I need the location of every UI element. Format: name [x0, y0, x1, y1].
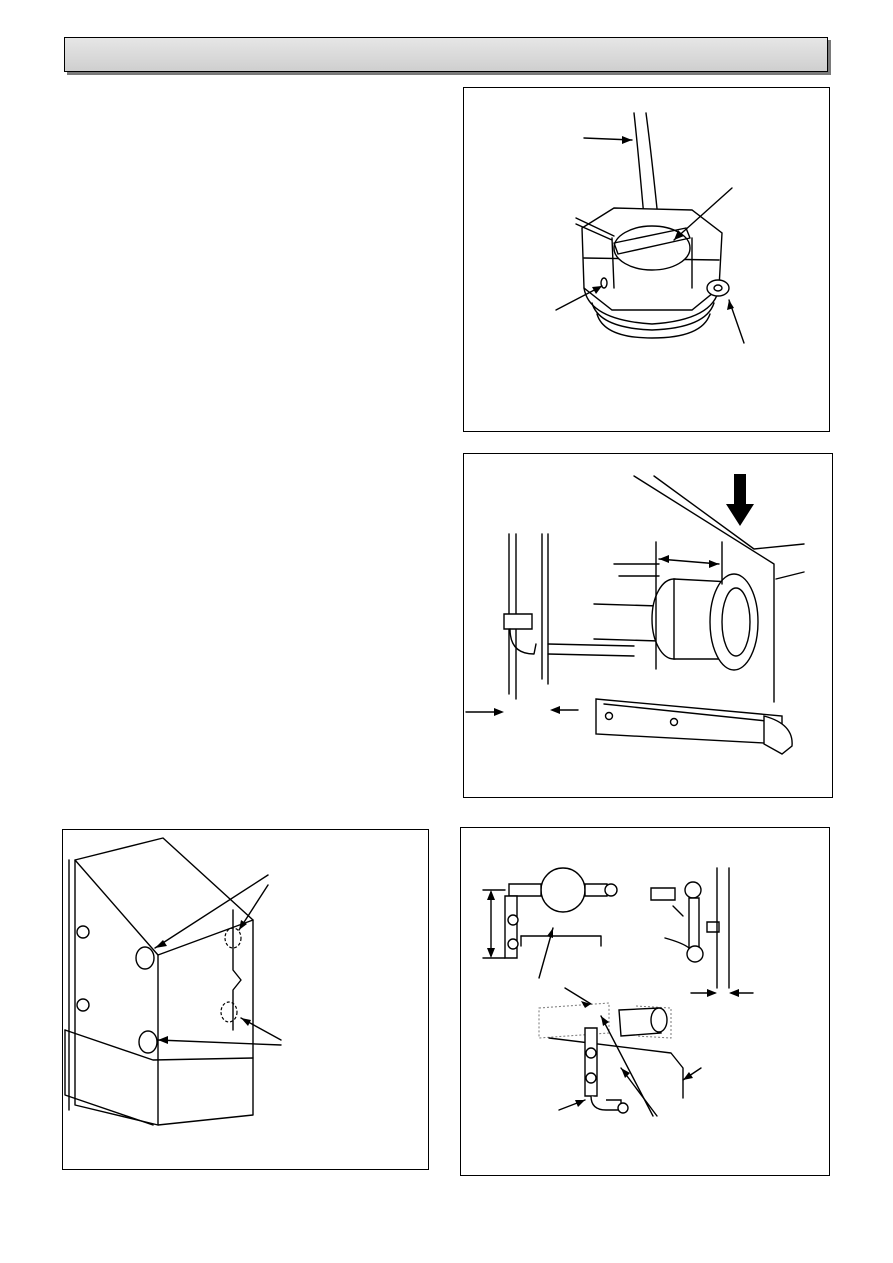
leader-lower-b — [157, 1039, 282, 1046]
tee-fitting — [684, 881, 702, 899]
valve-upper — [507, 914, 519, 926]
side-valve — [706, 921, 720, 933]
dimension-arrow-icon — [550, 706, 560, 714]
drop-pipe — [688, 897, 700, 949]
arrow-icon — [592, 286, 602, 294]
arrow-icon — [158, 1036, 168, 1044]
support-bracket — [520, 935, 602, 947]
angle-dimension — [672, 905, 684, 917]
side-hole — [600, 277, 608, 289]
bracket-edge — [603, 703, 777, 723]
slot-bar — [613, 227, 691, 255]
union-upper-right — [650, 887, 676, 901]
eyelet-hole — [713, 284, 723, 292]
section-header-bar — [64, 37, 828, 72]
lower-vertical-pipe — [584, 1027, 598, 1097]
arrow-icon — [727, 300, 734, 310]
valve-lower — [507, 938, 519, 950]
casing-edge — [633, 475, 775, 703]
pipe-connections-drawing — [482, 867, 754, 1117]
arrow-icon — [241, 1018, 251, 1026]
thread-bottom — [596, 313, 711, 339]
knockout-solid-lower — [138, 1030, 158, 1054]
stud-upper — [76, 925, 90, 939]
casing-side — [775, 571, 805, 580]
pump-housing — [540, 867, 586, 913]
arrow-icon — [622, 136, 632, 144]
pump-end — [650, 1007, 668, 1033]
arrow-icon — [726, 474, 754, 526]
hex-facets — [611, 237, 693, 289]
leader-slot — [673, 187, 733, 241]
lower-valve-lower — [585, 1072, 597, 1084]
leader-upper-a — [154, 874, 269, 949]
casing-top — [653, 475, 805, 550]
casing-outline — [74, 837, 254, 1126]
knockout-solid-upper — [135, 946, 155, 970]
arrow-icon — [683, 1072, 693, 1080]
plinth-front — [64, 1029, 154, 1126]
dimension-arrow-icon — [487, 890, 495, 900]
drain-eyelet — [686, 945, 704, 963]
flexible-duct-left — [538, 1002, 610, 1039]
pin-left — [575, 217, 615, 241]
dimension-arrow-icon — [709, 560, 719, 568]
knockout-dashed-lower — [220, 1001, 238, 1023]
union-left — [508, 883, 542, 897]
arrow-icon — [155, 940, 167, 948]
drain-fitting-drawing — [555, 112, 745, 344]
flue-lines — [593, 603, 660, 642]
lower-elbow — [590, 1095, 622, 1111]
bracket-hole-b — [669, 717, 679, 727]
figure-casing-knockouts — [62, 829, 429, 1170]
knockout-dashed-upper — [224, 927, 242, 949]
flexible-duct-right — [635, 1005, 672, 1039]
leader-duct — [564, 987, 592, 1005]
arrow-icon — [575, 1100, 585, 1107]
bracket-hole-a — [604, 711, 614, 721]
bracket-clip — [763, 715, 793, 755]
arrow-icon — [621, 1068, 630, 1078]
union-right — [584, 883, 608, 897]
casing-top-edge — [74, 859, 254, 956]
thread-mid — [591, 302, 715, 331]
dimension-arrow-icon — [729, 989, 739, 997]
lower-valve-upper — [585, 1047, 597, 1059]
guide-lines — [613, 563, 660, 577]
figure-pipe-connections — [460, 827, 830, 1176]
flue-collar-inner — [721, 587, 751, 657]
dimension-arrow-icon — [659, 555, 669, 563]
arrow-icon — [601, 1016, 609, 1026]
nut-bore — [613, 225, 691, 271]
stud-lower — [76, 998, 90, 1012]
plinth-top — [64, 1029, 254, 1061]
figure-drain-fitting — [463, 87, 830, 432]
arrow-icon — [547, 928, 553, 938]
arrow-icon — [674, 230, 684, 240]
figure-flue-clearance — [463, 453, 833, 798]
elbow-pipe — [509, 628, 537, 655]
valve-cap — [604, 883, 618, 897]
flue-clearance-drawing — [465, 474, 805, 755]
dimension-arrow-icon — [487, 948, 495, 958]
wall-lines — [716, 867, 730, 989]
horizontal-pipe — [547, 643, 635, 657]
dimension-ticks — [482, 889, 506, 959]
lower-valve-side — [617, 1102, 629, 1114]
elbow-nut — [503, 613, 533, 630]
dimension-arrow-icon — [707, 989, 717, 997]
dimension-arrow-icon — [494, 708, 504, 716]
flexible-hose — [664, 937, 690, 949]
arrow-icon — [581, 1001, 591, 1008]
dimension-extension — [655, 541, 723, 670]
pump-body — [618, 1007, 662, 1037]
casing-knockouts-drawing — [64, 837, 282, 1126]
casing-frame — [548, 1037, 684, 1099]
eyelet — [706, 279, 730, 297]
arrow-icon — [239, 920, 247, 930]
